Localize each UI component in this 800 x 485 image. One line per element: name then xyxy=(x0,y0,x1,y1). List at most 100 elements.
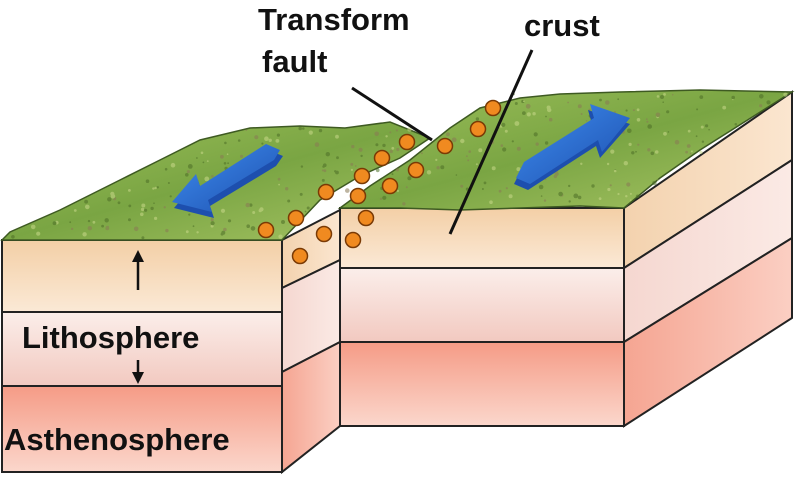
right-asthenosphere-layer xyxy=(340,342,624,426)
texture-speck xyxy=(345,188,350,193)
texture-speck xyxy=(455,174,458,176)
texture-speck xyxy=(308,130,313,135)
texture-speck xyxy=(526,112,531,117)
earthquake-dot xyxy=(373,149,391,167)
transform-fault-pointer xyxy=(351,86,433,142)
right-crust-layer xyxy=(340,208,624,268)
texture-speck xyxy=(128,218,131,222)
texture-speck xyxy=(350,168,353,171)
texture-speck xyxy=(298,126,303,131)
texture-speck xyxy=(628,142,632,146)
texture-speck xyxy=(336,156,339,160)
texture-speck xyxy=(133,226,139,232)
texture-speck xyxy=(722,105,727,110)
texture-speck xyxy=(204,176,210,182)
texture-speck xyxy=(154,216,158,220)
texture-speck xyxy=(475,117,480,121)
texture-speck xyxy=(300,165,304,168)
texture-speck xyxy=(759,104,763,108)
texture-speck xyxy=(545,115,547,118)
texture-speck xyxy=(382,143,386,148)
texture-speck xyxy=(567,101,569,104)
texture-speck xyxy=(152,187,155,190)
texture-speck xyxy=(281,220,285,224)
texture-speck xyxy=(402,202,406,206)
texture-speck xyxy=(321,169,324,172)
texture-speck xyxy=(695,135,698,138)
texture-speck xyxy=(52,221,57,226)
texture-speck xyxy=(389,131,392,134)
texture-speck xyxy=(766,100,771,105)
texture-speck xyxy=(613,169,617,173)
texture-speck xyxy=(335,134,339,139)
texture-speck xyxy=(577,195,582,200)
texture-speck xyxy=(360,154,363,158)
texture-speck xyxy=(221,230,226,235)
texture-speck xyxy=(544,141,549,145)
texture-speck xyxy=(491,166,496,171)
texture-speck xyxy=(635,194,640,199)
texture-speck xyxy=(395,168,399,172)
texture-speck xyxy=(663,93,666,96)
texture-speck xyxy=(591,184,595,188)
texture-speck xyxy=(637,143,640,146)
texture-speck xyxy=(687,129,691,133)
texture-speck xyxy=(623,161,628,166)
texture-speck xyxy=(514,102,518,105)
earthquake-dot xyxy=(257,221,275,239)
texture-speck xyxy=(523,100,525,102)
texture-speck xyxy=(391,173,394,176)
texture-speck xyxy=(646,120,649,123)
texture-speck xyxy=(140,207,145,212)
texture-speck xyxy=(548,117,553,122)
texture-speck xyxy=(647,124,652,129)
texture-speck xyxy=(396,189,400,193)
texture-speck xyxy=(699,95,704,99)
texture-speck xyxy=(609,184,612,187)
texture-speck xyxy=(375,168,380,173)
texture-speck xyxy=(304,210,307,213)
texture-speck xyxy=(501,122,506,127)
texture-speck xyxy=(150,206,154,211)
texture-speck xyxy=(395,129,398,132)
texture-speck xyxy=(169,195,172,198)
right-block-front xyxy=(339,207,625,427)
texture-speck xyxy=(671,93,674,96)
texture-speck xyxy=(451,137,457,143)
texture-speck xyxy=(264,136,269,141)
texture-speck xyxy=(30,224,36,230)
texture-speck xyxy=(645,118,648,120)
texture-speck xyxy=(245,202,250,208)
texture-speck xyxy=(568,184,571,188)
texture-speck xyxy=(708,128,710,131)
texture-speck xyxy=(481,188,484,190)
texture-speck xyxy=(69,221,72,224)
texture-speck xyxy=(325,152,330,157)
texture-speck xyxy=(250,226,256,231)
texture-speck xyxy=(275,139,280,143)
texture-speck xyxy=(546,105,551,110)
texture-speck xyxy=(165,228,169,233)
texture-speck xyxy=(185,230,189,234)
texture-speck xyxy=(580,162,583,165)
texture-speck xyxy=(632,109,635,112)
left-asthenosphere-layer xyxy=(2,386,282,472)
texture-speck xyxy=(82,232,87,237)
earthquake-dot xyxy=(317,183,335,201)
texture-speck xyxy=(379,197,383,200)
texture-speck xyxy=(629,199,632,202)
texture-speck xyxy=(210,218,214,222)
earthquake-dot xyxy=(436,137,454,155)
texture-speck xyxy=(36,231,41,236)
texture-speck xyxy=(350,162,354,166)
texture-speck xyxy=(568,200,571,203)
texture-speck xyxy=(84,199,88,204)
texture-speck xyxy=(436,166,440,170)
texture-speck xyxy=(585,120,588,122)
plate-motion-arrow-right xyxy=(514,104,630,190)
texture-speck xyxy=(627,128,632,134)
texture-speck xyxy=(610,149,615,154)
texture-speck xyxy=(358,147,363,152)
texture-speck xyxy=(188,213,191,216)
